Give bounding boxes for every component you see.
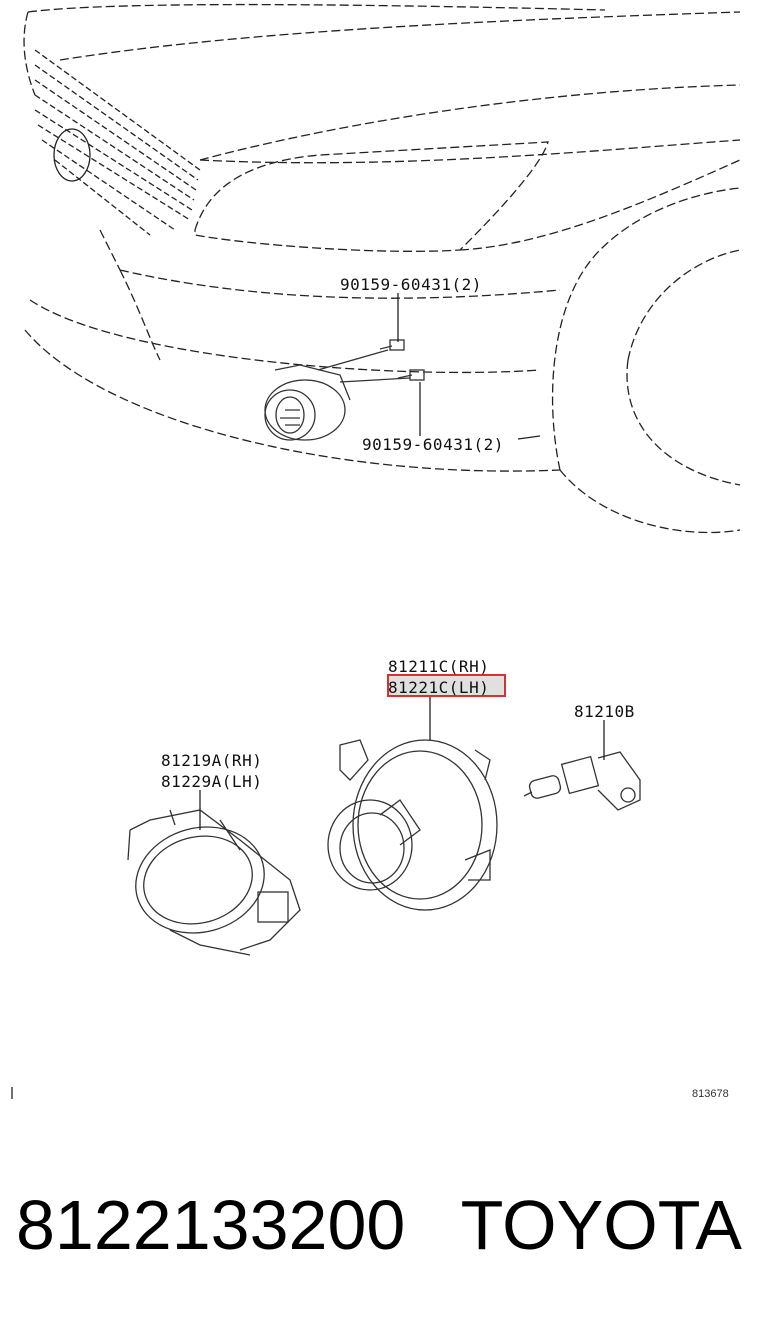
brand-name: TOYOTA (460, 1186, 742, 1264)
callout-bolt-lower: 90159-60431(2) (362, 435, 504, 454)
bolt-illustration (317, 339, 425, 383)
callout-cover-lh: 81229A(LH) (161, 772, 262, 791)
illustration-code: 813678 (692, 1088, 729, 1100)
installed-fog-lamp (264, 364, 351, 441)
fog-lamp-assembly (327, 739, 498, 911)
car-front-illustration (23, 3, 741, 534)
callout-cover-rh: 81219A(RH) (161, 751, 262, 770)
callout-bulb: 81210B (574, 702, 635, 721)
callout-bolt-upper: 90159-60431(2) (340, 275, 482, 294)
highlight-fill (389, 676, 504, 695)
grille-illustration (34, 49, 201, 236)
fog-lamp-bulb (523, 751, 641, 811)
callout-lamp-rh: 81211C(RH) (388, 657, 489, 676)
highlight-box (387, 674, 506, 697)
part-number: 8122133200 (16, 1186, 406, 1264)
callout-lamp-lh: 81221C(LH) (388, 678, 489, 697)
fog-lamp-cover (127, 809, 301, 956)
